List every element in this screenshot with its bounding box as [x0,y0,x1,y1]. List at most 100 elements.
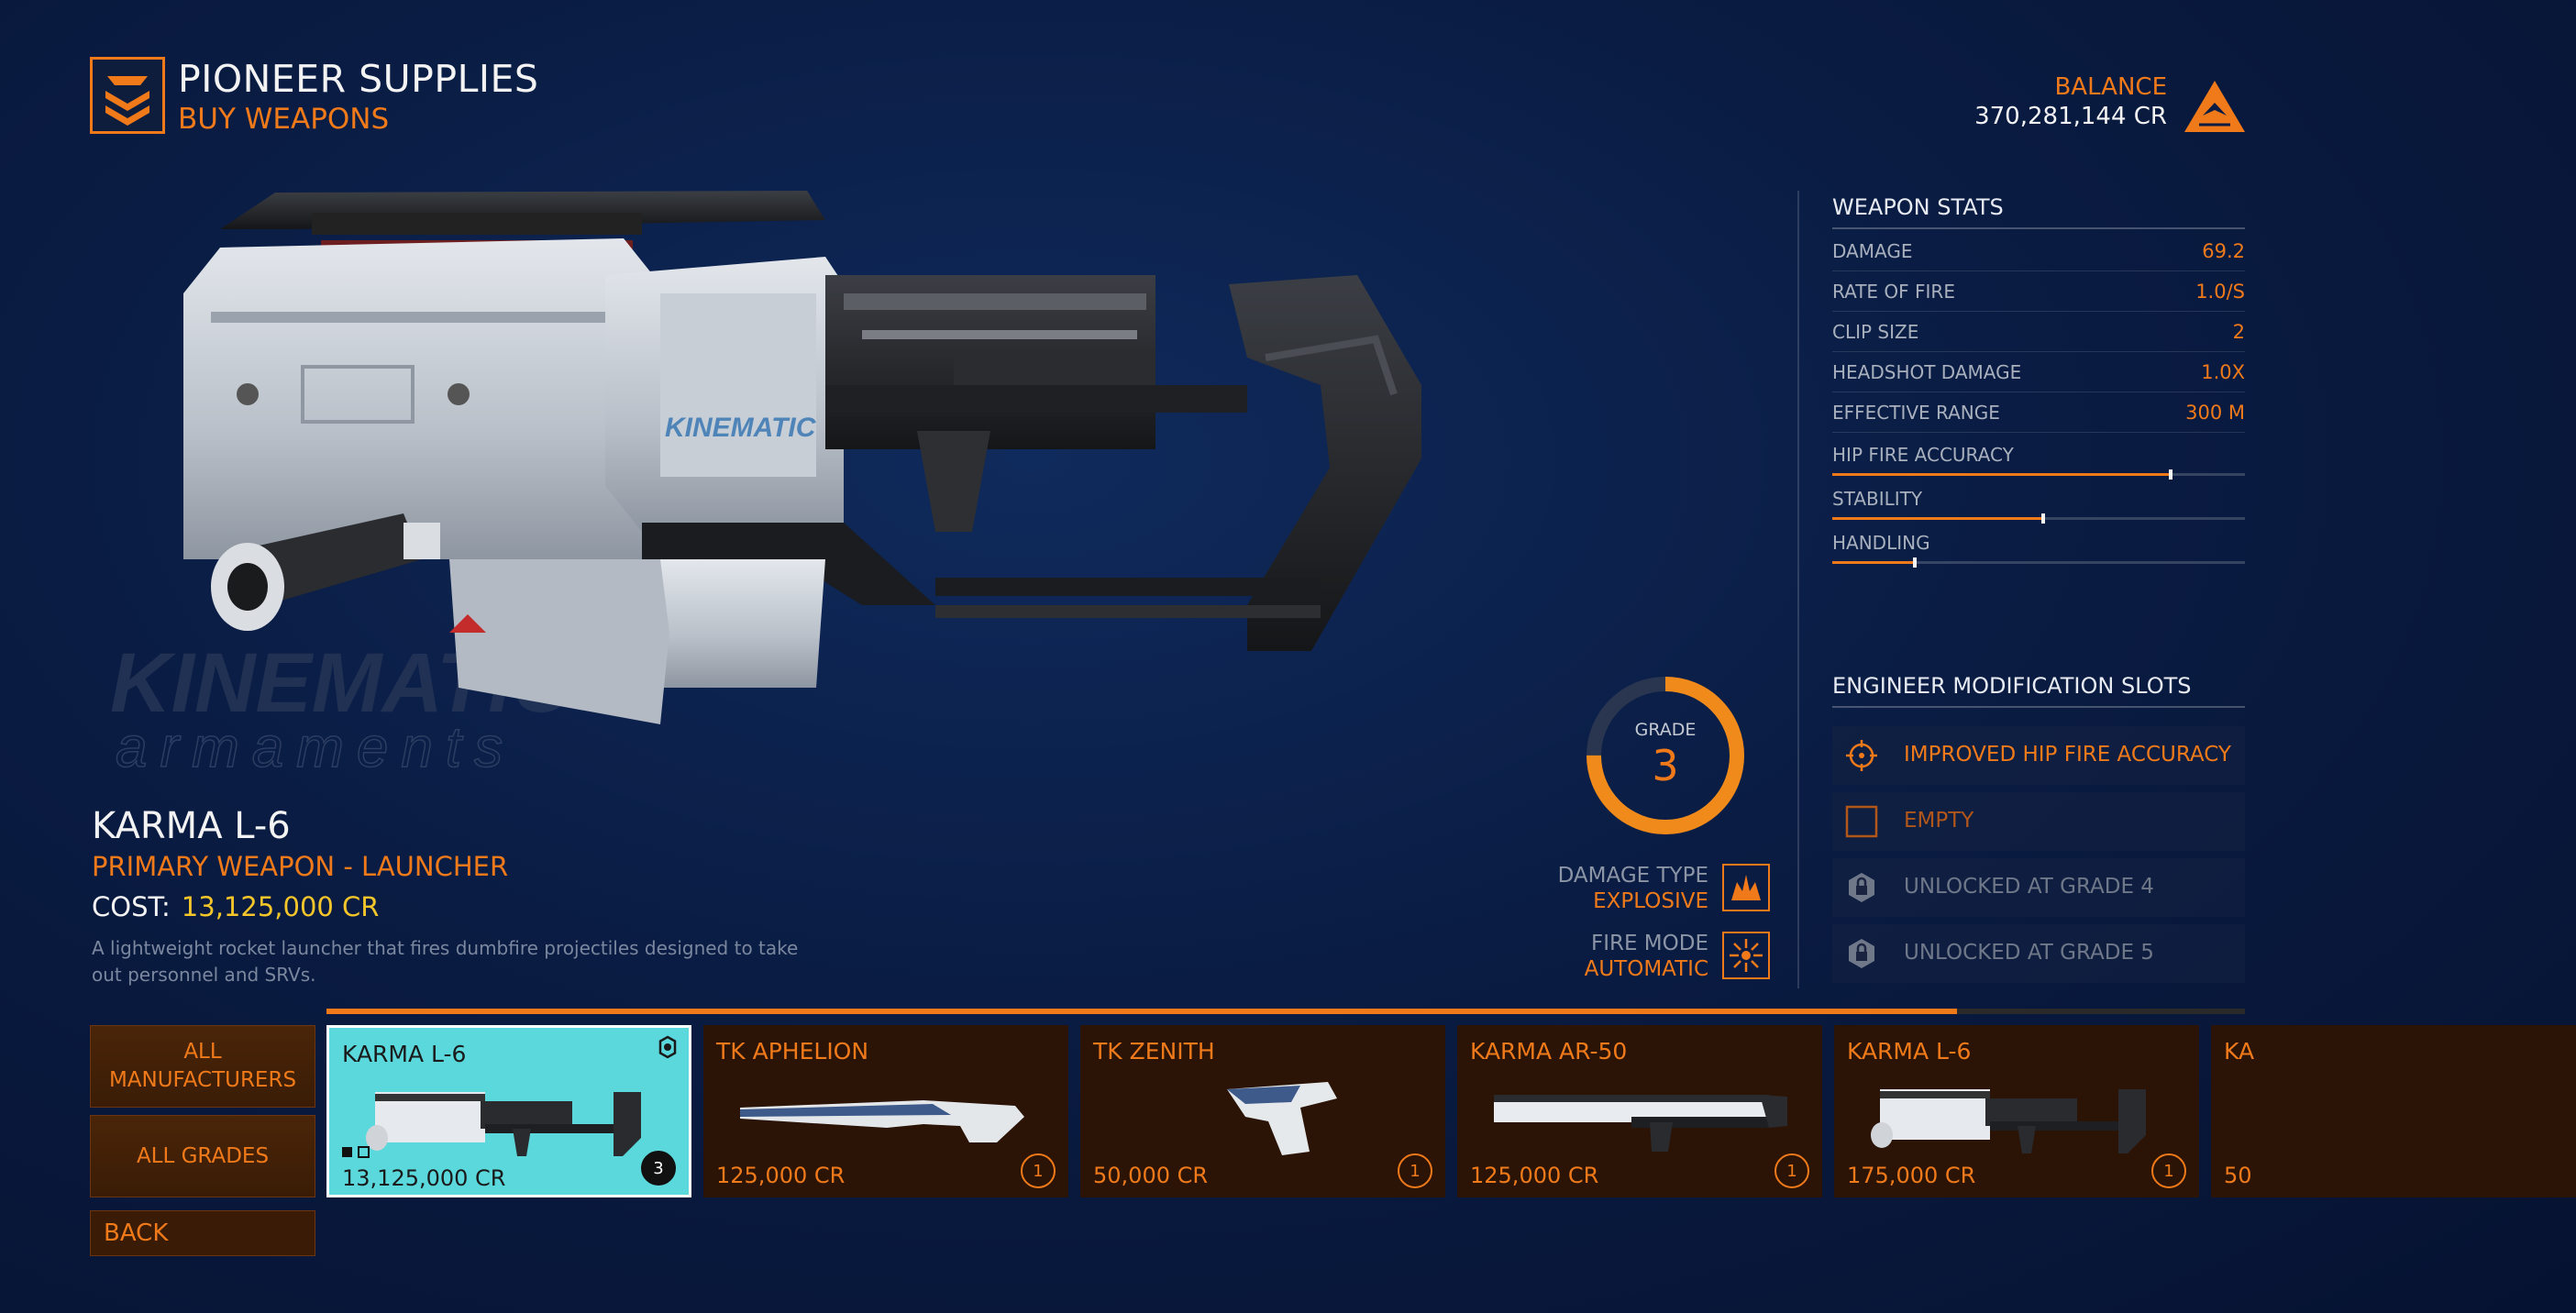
card-name: KARMA L-6 [1847,1038,1972,1065]
mod-slot-4: UNLOCKED AT GRADE 5 [1832,924,2245,983]
bar-name: HANDLING [1832,532,1930,554]
bar-track [1832,513,2245,524]
stat-bar-stability: STABILITY [1832,488,2245,532]
card-name: KARMA AR-50 [1470,1038,1628,1065]
station-logo [90,57,165,134]
mod-indicator-icon [342,1146,370,1158]
grade-filter-button[interactable]: ALL GRADES [90,1115,315,1197]
card-name: TK APHELION [716,1038,869,1065]
empty-slot-icon [1845,805,1878,838]
panel-divider [1797,191,1799,988]
explosive-icon [1722,864,1770,911]
stat-value: 1.0/S [2195,281,2245,303]
mod-slot-2[interactable]: EMPTY [1832,792,2245,851]
bar-track [1832,557,2245,568]
credits-icon [2184,81,2245,132]
weapon-render: KINEMATIC [183,191,1421,724]
card-price: 125,000 CR [716,1163,846,1188]
card-grade-badge: 3 [641,1151,676,1186]
fire-mode-value: AUTOMATIC [1584,957,1708,981]
mod-slot-3: UNLOCKED AT GRADE 4 [1832,858,2245,917]
weapon-class: PRIMARY WEAPON - LAUNCHER [92,851,509,882]
card-price: 50,000 CR [1093,1163,1209,1188]
stat-value: 300 M [2185,402,2245,424]
stat-value: 69.2 [2202,240,2245,262]
weapon-thumbnail [1871,1089,2146,1153]
weapon-card[interactable]: KARMA AR-50 125,000 CR 1 [1457,1025,1822,1197]
card-name: TK ZENITH [1093,1038,1215,1065]
bar-fill [1832,557,1917,568]
mod-slots-title-rule [1832,706,2245,708]
weapon-stats-title: WEAPON STATS [1832,194,2004,220]
lock-icon [1849,873,1874,902]
weapon-card[interactable]: KARMA L-6 175,000 CR 1 [1834,1025,2199,1197]
card-grade-badge: 1 [1021,1153,1056,1188]
weapon-thumbnail [366,1092,641,1156]
mod-slot-label: IMPROVED HIP FIRE ACCURACY [1904,743,2231,767]
stat-name: EFFECTIVE RANGE [1832,402,2000,424]
stats-title-rule [1832,227,2245,229]
grade-value: 3 [1652,741,1679,790]
crosshair-icon [1846,740,1877,771]
station-name: PIONEER SUPPLIES [178,57,539,101]
cost-row: COST:13,125,000 CR [92,891,379,922]
card-grade-badge: 1 [2151,1153,2186,1188]
card-price: 50 [2224,1163,2252,1188]
weapon-card[interactable]: TK APHELION 125,000 CR 1 [703,1025,1068,1197]
bar-name: HIP FIRE ACCURACY [1832,444,2014,466]
grade-progress-arc [1587,677,1744,834]
card-name: KARMA L-6 [342,1041,467,1067]
stat-name: DAMAGE [1832,240,1913,262]
damage-type-label: DAMAGE TYPE [1557,864,1708,888]
mod-slot-1[interactable]: IMPROVED HIP FIRE ACCURACY [1832,726,2245,785]
watermark-sub: armaments [116,716,515,779]
stat-row: EFFECTIVE RANGE 300 M [1832,392,2245,433]
cost-label: COST: [92,891,171,922]
fire-mode-label: FIRE MODE [1590,932,1708,955]
manufacturer-filter-button[interactable]: ALL MANUFACTURERS [90,1025,315,1108]
stat-name: RATE OF FIRE [1832,281,1955,303]
station-logo-icon [105,76,149,126]
weapon-carousel: KARMA L-6 13,125,000 CR 3 TK APHELION 12… [326,1025,2576,1197]
mod-slot-label: EMPTY [1904,809,1974,833]
card-name: KA [2224,1038,2255,1065]
gear-icon [658,1035,677,1059]
carousel-scroll-thumb[interactable] [326,1009,1958,1014]
bar-track [1832,469,2245,480]
weapon-card[interactable]: TK ZENITH 50,000 CR 1 [1080,1025,1445,1197]
bar-fill [1832,513,2044,524]
stat-name: HEADSHOT DAMAGE [1832,361,2022,383]
stat-bar-handling: HANDLING [1832,532,2245,576]
stat-row: HEADSHOT DAMAGE 1.0X [1832,352,2245,392]
back-button[interactable]: BACK [90,1210,315,1256]
weapon-card[interactable]: KARMA L-6 13,125,000 CR 3 [326,1025,691,1197]
screen-subtitle: BUY WEAPONS [178,103,390,136]
balance-label: BALANCE [2054,73,2167,101]
stat-row: RATE OF FIRE 1.0/S [1832,271,2245,312]
card-price: 125,000 CR [1470,1163,1599,1188]
bar-name: STABILITY [1832,488,1923,510]
lock-icon [1849,939,1874,968]
weapon-description: A lightweight rocket launcher that fires… [92,937,799,986]
stat-bar-hip-fire-accuracy: HIP FIRE ACCURACY [1832,444,2245,488]
weapon-name: KARMA L-6 [92,805,291,847]
grade-label: GRADE [1634,720,1697,740]
balance-value: 370,281,144 CR [1974,103,2167,130]
stat-row: CLIP SIZE 2 [1832,312,2245,352]
grade-ring [1587,677,1744,834]
weapon-card[interactable]: KA 50 [2211,1025,2576,1197]
stat-row: DAMAGE 69.2 [1832,231,2245,271]
automatic-fire-icon [1722,932,1770,979]
card-grade-badge: 1 [1774,1153,1809,1188]
damage-type-value: EXPLOSIVE [1593,889,1708,913]
render-logo: KINEMATIC [665,413,817,443]
stat-value: 2 [2232,321,2245,343]
weapon-thumbnail [1494,1095,1787,1152]
stat-value: 1.0X [2201,361,2245,383]
weapon-thumbnail [1227,1082,1337,1155]
card-price: 13,125,000 CR [342,1165,506,1191]
mod-slots-title: ENGINEER MODIFICATION SLOTS [1832,673,2192,699]
card-price: 175,000 CR [1847,1163,1976,1188]
bar-fill [1832,469,2172,480]
card-grade-badge: 1 [1398,1153,1432,1188]
